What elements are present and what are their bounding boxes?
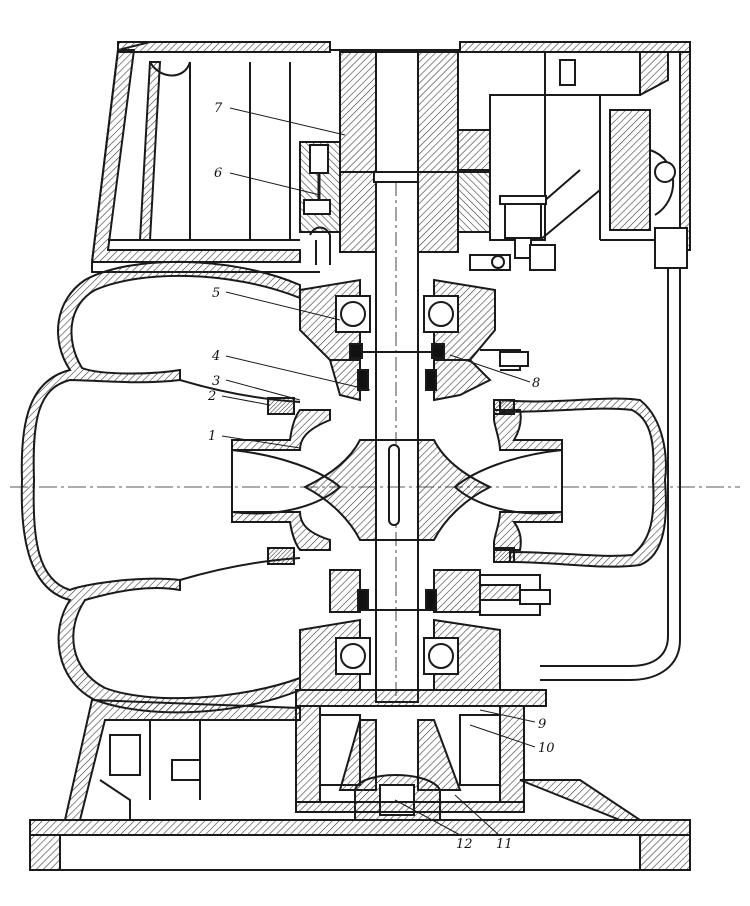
label-10: 10 [538, 741, 555, 756]
label-12: 12 [456, 837, 473, 852]
label-11: 11 [496, 837, 513, 852]
impeller [231, 397, 563, 565]
label-7: 7 [214, 101, 223, 116]
label-5: 5 [212, 286, 220, 301]
lower-bearing [299, 569, 551, 691]
top-coupling [299, 51, 491, 253]
label-6: 6 [214, 166, 222, 181]
label-3: 3 [212, 374, 220, 389]
label-8: 8 [532, 376, 540, 391]
oiler-fitting [469, 195, 556, 271]
label-2: 2 [207, 389, 216, 404]
cooling-pipe [309, 226, 688, 681]
leader-lines [221, 107, 536, 837]
label-9: 9 [538, 717, 546, 732]
upper-housing [90, 41, 691, 273]
label-1: 1 [208, 429, 216, 444]
part-labels: 7 6 5 4 3 2 1 8 9 10 11 12 [207, 101, 555, 852]
lower-housing [295, 689, 547, 821]
base-stand [29, 698, 691, 871]
shaft [360, 181, 432, 703]
label-4: 4 [211, 349, 220, 364]
upper-bearing [299, 278, 529, 402]
